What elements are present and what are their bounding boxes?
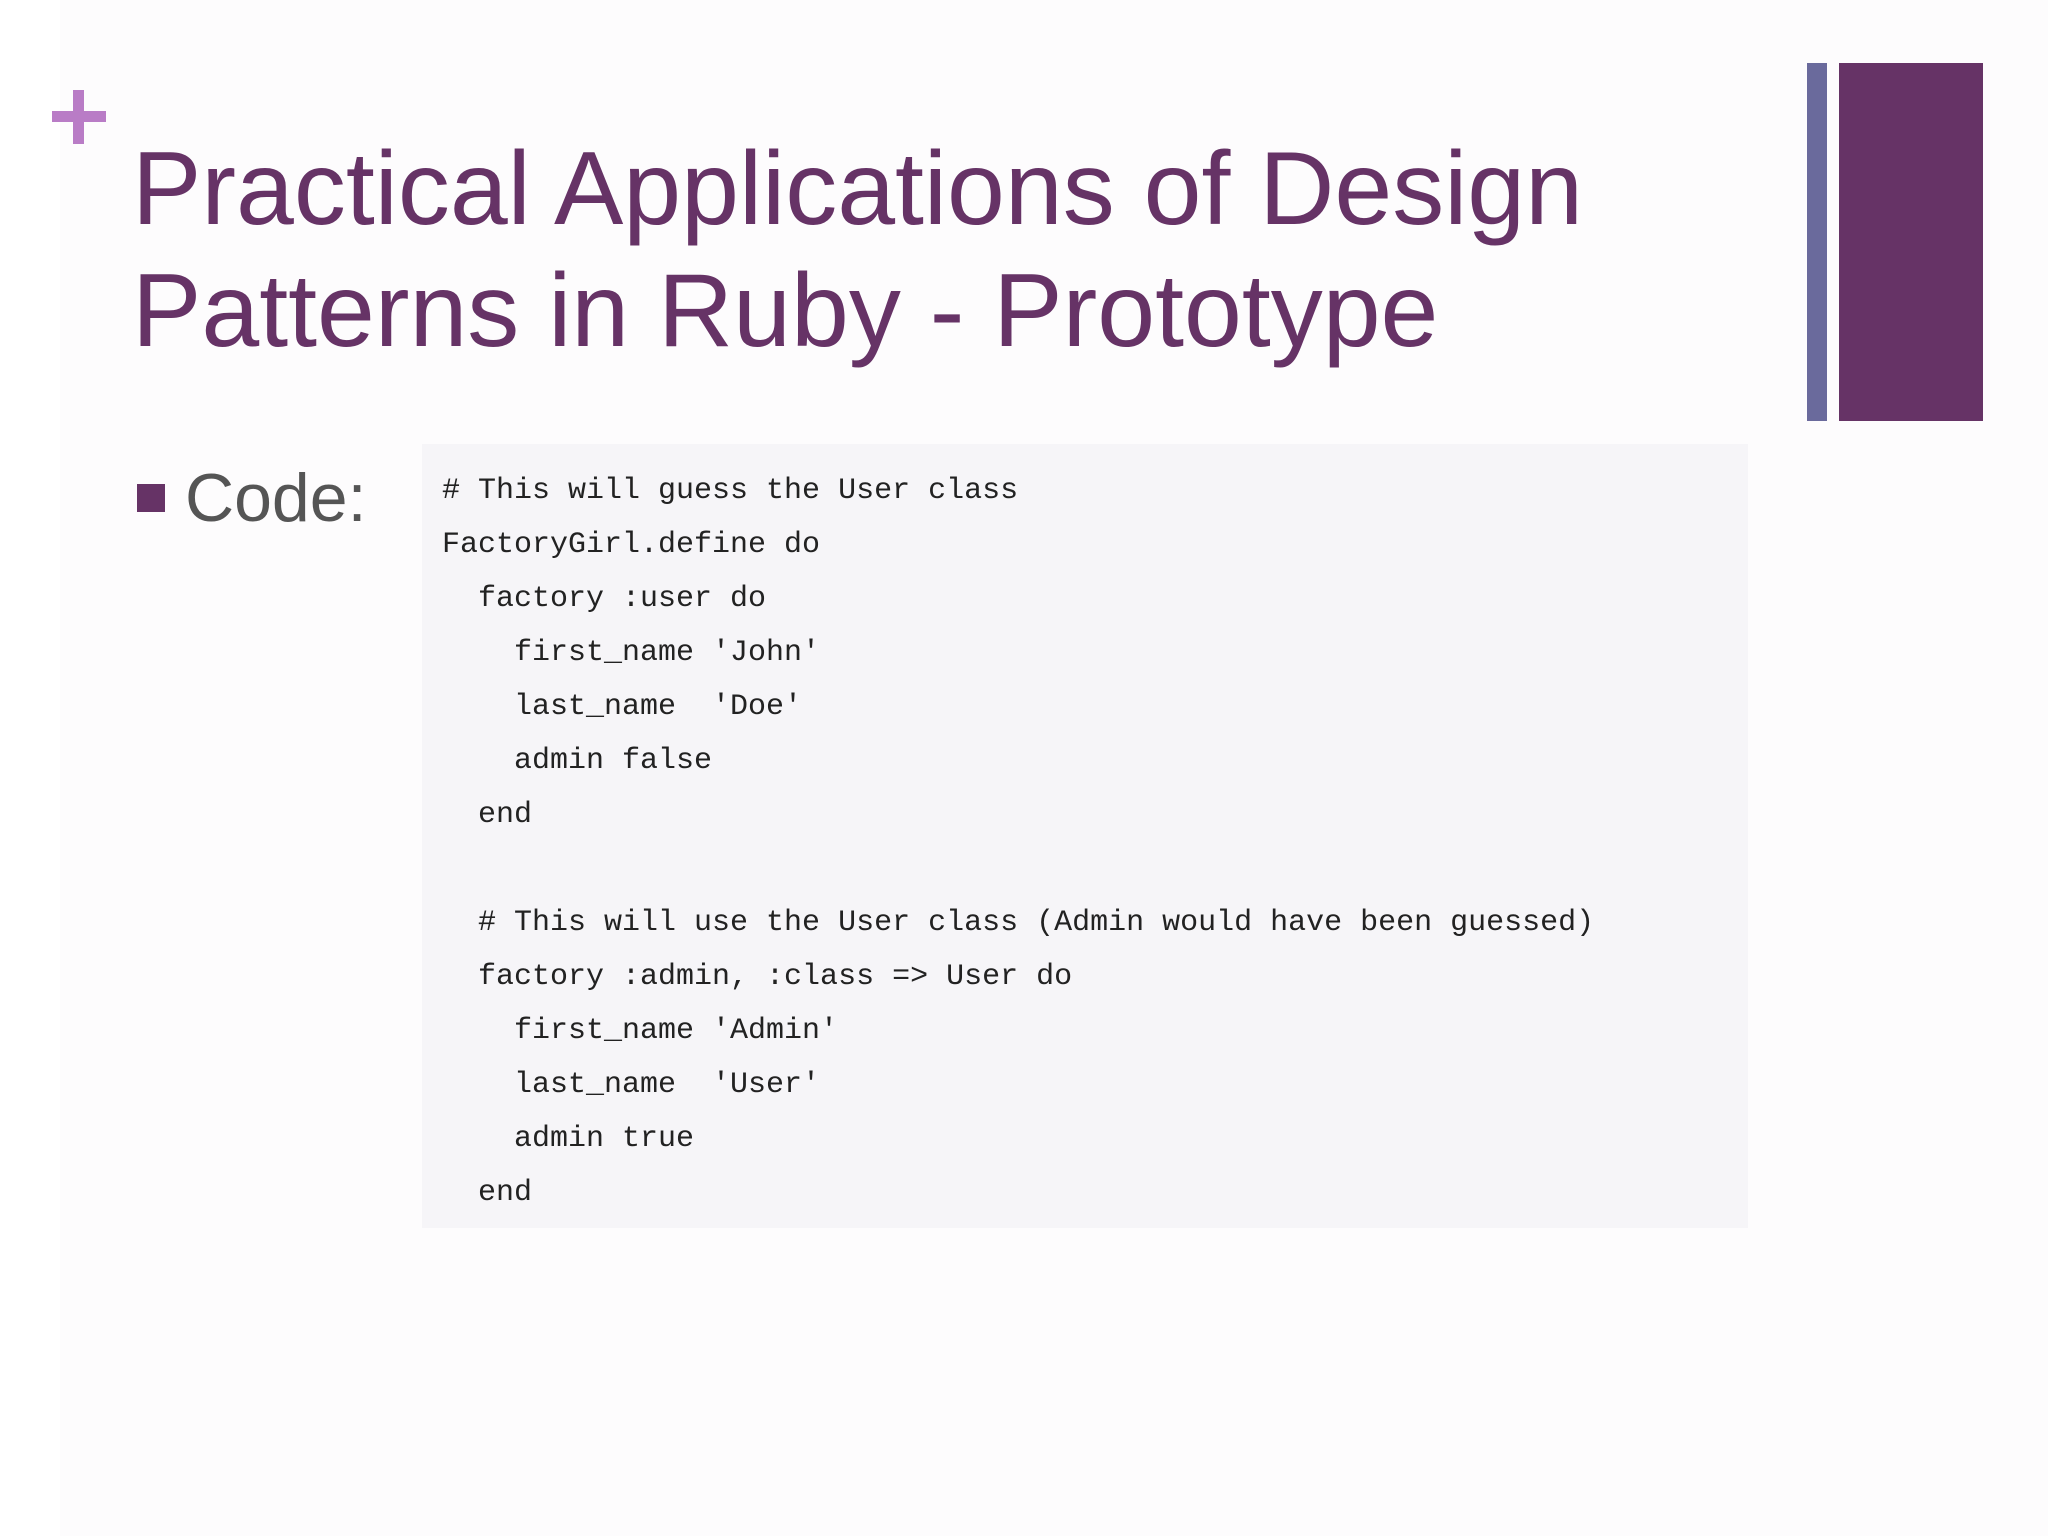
slide-title: Practical Applications of Design Pattern… [132,128,1772,372]
code-line: # This will use the User class (Admin wo… [442,906,1595,940]
code-line: end [442,1176,533,1210]
code-line: first_name 'Admin' [442,1014,839,1048]
code-line: factory :admin, :class => User do [442,960,1073,994]
code-line: first_name 'John' [442,636,821,670]
slide-title-line-1: Practical Applications of Design [132,131,1583,247]
code-line: end [442,798,533,832]
accent-bar-wide [1839,63,1983,421]
square-bullet-icon [137,484,165,512]
bullet-label: Code: [185,460,367,536]
code-line: last_name 'User' [442,1068,821,1102]
plus-icon [52,90,106,144]
slide-title-line-2: Patterns in Ruby - Prototype [132,253,1439,369]
accent-bar-thin [1807,63,1827,421]
code-line: last_name 'Doe' [442,690,803,724]
code-line-blank [442,842,1748,896]
code-block: # This will guess the User class Factory… [422,444,1748,1228]
bullet-item: Code: [137,462,366,534]
code-line: admin false [442,744,713,778]
code-line: factory :user do [442,582,767,616]
code-line: admin true [442,1122,695,1156]
code-line: FactoryGirl.define do [442,528,821,562]
code-line: # This will guess the User class [442,474,1019,508]
